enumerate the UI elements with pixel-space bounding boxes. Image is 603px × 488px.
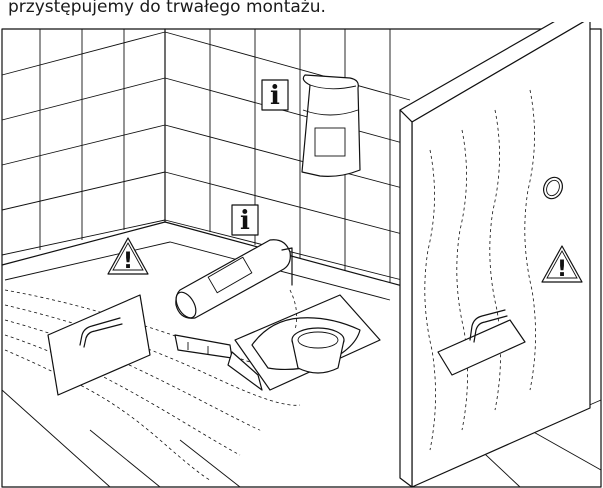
installation-illustration: i i ! ! [0,22,603,488]
warning-icon-left-mark: ! [123,249,133,274]
cement-bag [302,75,360,176]
instruction-caption: przystępujemy do trwałego montażu. [8,0,598,22]
silicone-cartridge [172,240,297,330]
info-icon-cartridge-letter: i [240,206,250,236]
back-wall-tiles [165,29,410,283]
mixing-bucket [292,328,344,373]
left-wall-tiles [2,29,165,255]
warning-icon-right-mark: ! [557,257,567,282]
info-icon-letter: i [270,81,280,111]
caption-text: przystępujemy do trwałego montażu. [8,0,326,17]
info-icon: i [262,80,288,111]
floor-trowel [48,295,150,395]
info-icon-cartridge: i [232,205,258,236]
warning-icon-left: ! [108,238,148,274]
